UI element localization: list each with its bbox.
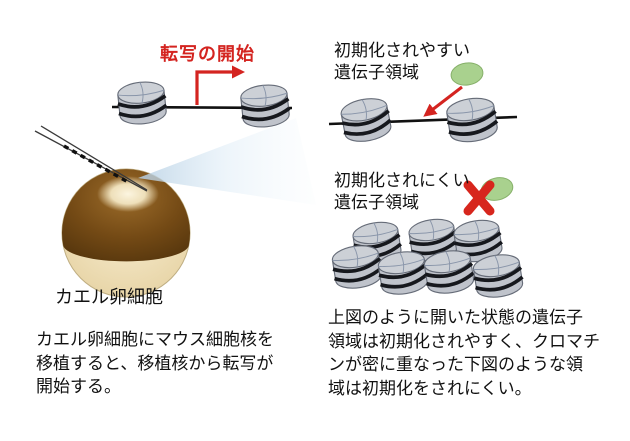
hard-region-heading-line2: 遺伝子領域 — [334, 193, 419, 212]
nucleosome-icon — [336, 93, 396, 147]
hard-region-diagram — [328, 177, 527, 303]
easy-region-heading-line2: 遺伝子領域 — [334, 63, 419, 82]
condensed-chromatin-cluster — [328, 214, 527, 303]
nucleosome-icon — [237, 80, 293, 132]
target-pointer-arrow-icon — [423, 85, 463, 117]
left-caption-line2: 移植すると、移植核から転写が — [36, 353, 274, 373]
frog-egg — [61, 168, 191, 298]
easy-region-heading: 初期化されやすい 遺伝子領域 — [334, 40, 470, 84]
left-caption: カエル卵細胞にマウス細胞核を 移植すると、移植核から転写が 開始する。 — [36, 328, 274, 399]
easy-region-heading-line1: 初期化されやすい — [334, 41, 470, 60]
nucleosome-icon — [114, 77, 170, 129]
blocked-cross-icon — [463, 180, 495, 216]
nucleosome-icon — [328, 240, 386, 294]
right-caption: 上図のように開いた状態の遺伝子 領域は初期化されやすく、クロマチ ンが密に重なっ… — [328, 306, 600, 400]
transcription-start-label: 転写の開始 — [160, 44, 255, 64]
hard-region-heading-line1: 初期化されにくい — [334, 171, 470, 190]
zoom-cone — [138, 118, 316, 205]
reprogramming-factor-icon — [450, 62, 484, 86]
frog-egg-label: カエル卵細胞 — [55, 287, 163, 307]
injection-site-spot — [97, 176, 159, 212]
microinjection-needle-icon — [34, 125, 148, 192]
right-caption-line1: 上図のように開いた状態の遺伝子 — [328, 308, 583, 327]
right-caption-line3: ンが密に重なった下図のような領 — [328, 355, 583, 374]
transcription-start-arrow-icon — [195, 65, 245, 105]
left-caption-line1: カエル卵細胞にマウス細胞核を — [36, 330, 274, 349]
right-caption-line4: 域は初期化をされにくい。 — [328, 378, 532, 398]
right-caption-line2: 領域は初期化されやすく、クロマチ — [328, 331, 600, 351]
left-caption-line3: 開始する。 — [36, 377, 121, 396]
hard-region-heading: 初期化されにくい 遺伝子領域 — [334, 170, 470, 214]
nucleosome-icon — [442, 93, 502, 147]
easy-region-diagram — [328, 62, 518, 147]
left-open-chromatin — [111, 65, 293, 132]
